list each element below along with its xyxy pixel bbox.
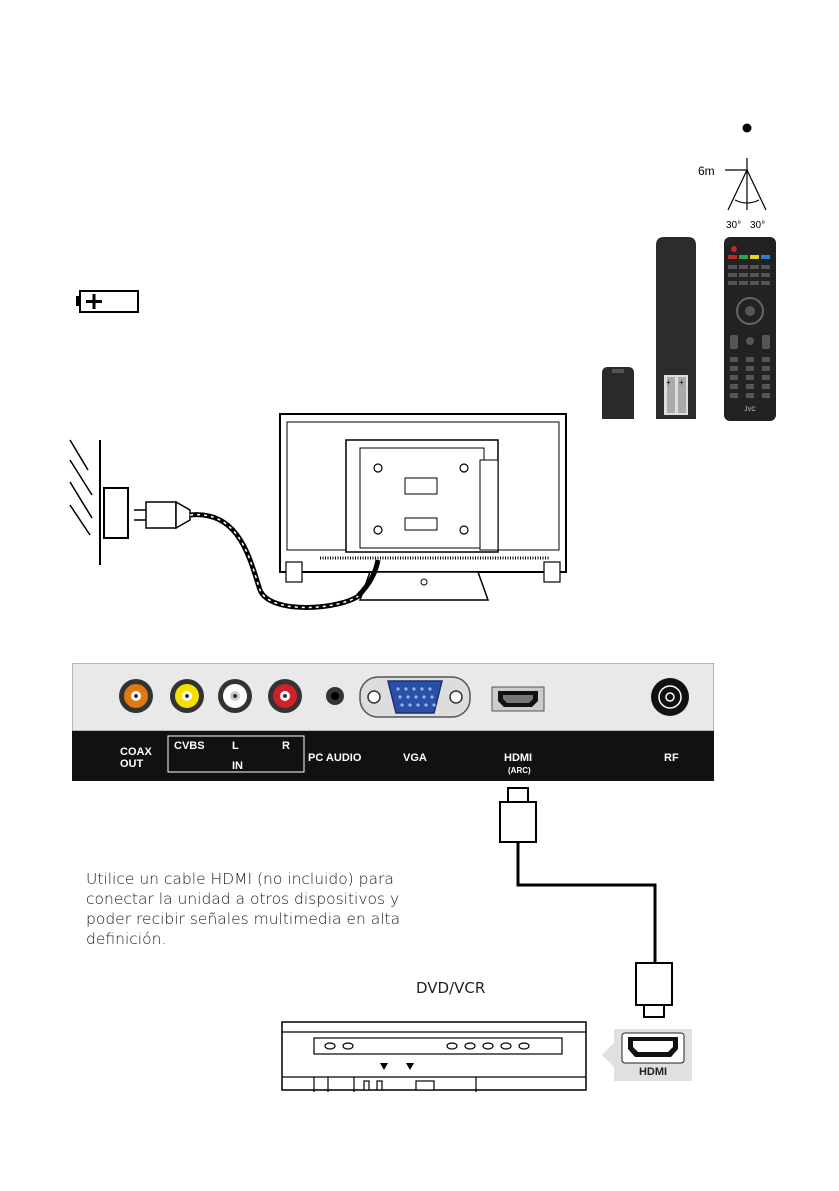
hdmi-instruction-text: Utilice un cable HDMI (no incluido) para… xyxy=(86,869,446,949)
audio-right-port[interactable] xyxy=(268,679,302,713)
remote-brand-logo: JVC xyxy=(744,407,756,413)
coax-label-line2: OUT xyxy=(120,758,144,770)
rf-port[interactable] xyxy=(651,678,689,716)
sensor-dot xyxy=(743,124,752,133)
angle-left-label: 30° xyxy=(726,220,741,231)
right-label: R xyxy=(282,740,290,752)
hdmi-port[interactable] xyxy=(492,687,544,711)
coax-out-port[interactable] xyxy=(119,679,153,713)
battery-cover xyxy=(598,365,638,423)
power-connection-diagram xyxy=(60,410,580,610)
vga-port[interactable] xyxy=(360,677,470,717)
hdmi-arc-label: (ARC) xyxy=(508,766,531,775)
svg-text:+: + xyxy=(679,378,684,387)
pc-audio-label: PC AUDIO xyxy=(308,752,362,764)
cvbs-label: CVBS xyxy=(174,740,205,752)
dvd-vcr-device xyxy=(280,1020,590,1096)
coax-label-line1: COAX xyxy=(120,746,152,758)
in-label: IN xyxy=(232,760,243,772)
wall xyxy=(70,440,100,565)
distance-label: 6m xyxy=(698,164,715,178)
battery-icon xyxy=(72,287,142,317)
remote-front: JVC xyxy=(722,235,778,423)
connector-panel: COAX OUT CVBS L R IN PC AUDIO VGA HDMI (… xyxy=(72,663,714,783)
hdmi-plug-bottom xyxy=(636,963,672,1017)
remote-range-diagram: 6m 30° 30° xyxy=(690,110,780,235)
cvbs-port[interactable] xyxy=(170,679,204,713)
angle-right-label: 30° xyxy=(750,220,765,231)
hdmi-port-callout-label: HDMI xyxy=(639,1066,667,1078)
hdmi-port-callout: HDMI xyxy=(598,1027,698,1083)
rf-label: RF xyxy=(664,752,679,764)
angle-line-right xyxy=(747,170,766,210)
pc-audio-port[interactable] xyxy=(326,687,344,705)
power-plug xyxy=(134,502,190,528)
tv-back xyxy=(280,414,566,600)
hdmi-plug-top xyxy=(500,788,536,842)
audio-left-port[interactable] xyxy=(218,679,252,713)
hdmi-cable xyxy=(490,785,690,1020)
hdmi-label: HDMI xyxy=(504,752,532,764)
dvd-vcr-label: DVD/VCR xyxy=(416,979,485,997)
remote-back: + + xyxy=(650,235,702,423)
svg-text:+: + xyxy=(666,378,671,387)
angle-line-left xyxy=(728,170,747,210)
vga-label: VGA xyxy=(403,752,427,764)
wall-outlet xyxy=(104,488,128,538)
left-label: L xyxy=(232,740,239,752)
